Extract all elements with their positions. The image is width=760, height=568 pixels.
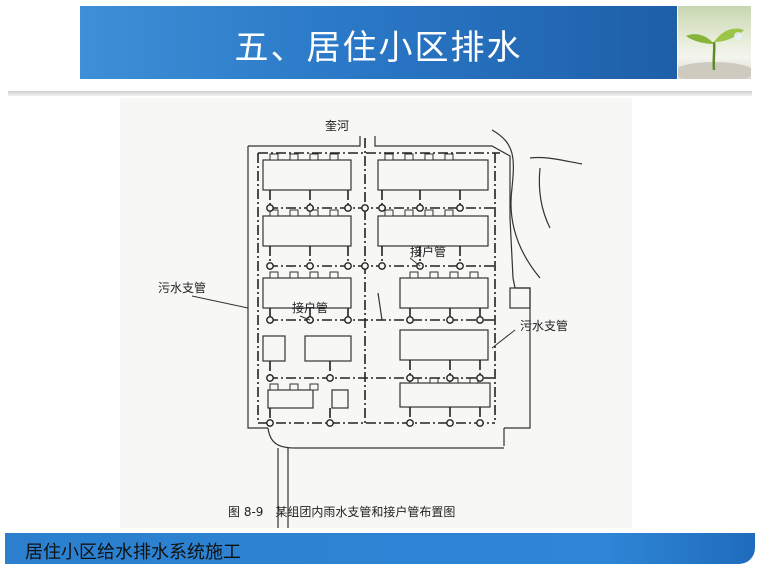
figure-caption: 图 8-9 某组团内雨水支管和接户管布置图 [228,504,455,519]
building-l1 [262,159,352,191]
river-bank-inner [374,136,516,289]
building-l2 [262,215,352,247]
leader-connection-mid [299,315,311,321]
footer-bar: 居住小区给水排水系统施工 [5,533,755,564]
footer-text: 居住小区给水排水系统施工 [25,542,241,563]
sprout-photo [678,6,751,79]
building-r2 [377,215,489,247]
building-l4a [262,335,286,362]
building-r4 [399,329,489,361]
building-r5 [399,382,491,408]
leader-connection-top [409,257,421,267]
road-diagonal [377,292,383,321]
building-l5a [267,389,314,409]
building-l5b [331,389,349,409]
slide-title: 五、居住小区排水 [234,28,523,68]
river-bank-right [529,156,583,165]
left-road-edge [247,146,268,429]
sewer-line-left-bottom [257,153,495,424]
label-connection-mid: 接户管 [292,300,328,315]
label-connection-top: 接户管 [410,244,446,259]
building-r1 [377,159,489,191]
bottom-road [267,427,504,449]
label-river: 奎河 [325,118,349,133]
leader-sewer-left [191,295,249,309]
road-right-curve [538,167,551,229]
title-bar: 五、居住小区排水 [80,6,677,79]
building-l4b [304,335,352,362]
leader-sewer-right [491,329,516,349]
sprout-image [678,28,751,79]
river-bank-outer [491,129,541,279]
divider-rule [8,91,752,96]
building-l3 [262,277,352,309]
right-road-edge [504,287,531,429]
drainage-figure: 奎河 污水支管 污水支管 接户管 接户管 图 8-9 某组团内雨水支管和接户管布… [120,98,632,528]
label-sewer-left: 污水支管 [158,280,206,295]
label-sewer-right: 污水支管 [520,318,568,333]
drainage-layout-diagram: 奎河 污水支管 污水支管 接户管 接户管 图 8-9 某组团内雨水支管和接户管布… [158,118,583,528]
top-road-edge-left [248,136,361,147]
building-r3 [399,277,489,309]
outer-block [509,287,531,309]
